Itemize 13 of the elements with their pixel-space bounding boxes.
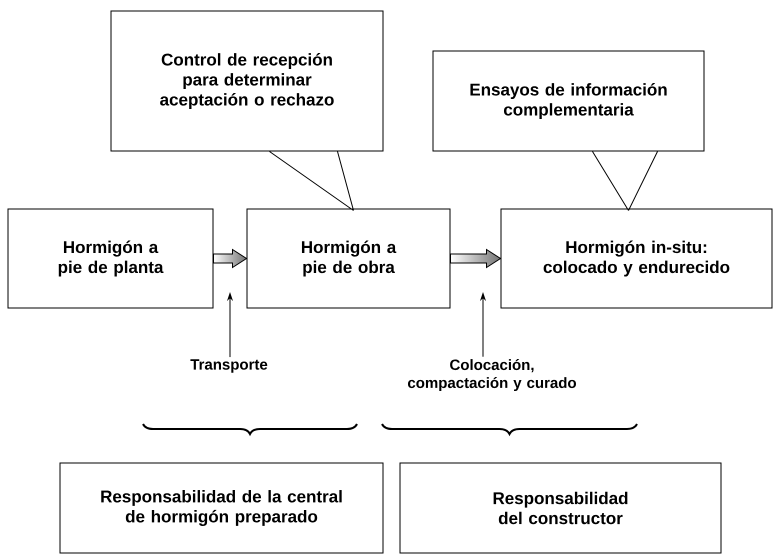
callout-box: Control de recepción para determinar aceptación o rechazo [110,10,384,152]
callout-tail [269,151,354,211]
callout-tail [592,151,658,211]
responsibility-box: Responsabilidad de la central de hormigón preparado [60,462,384,554]
step-label: Colocación, compactación y curado [408,358,576,392]
callout-box: Ensayos de información complementaria [432,50,704,152]
block-arrow [213,248,248,268]
block-arrow [450,248,502,268]
process-box: Hormigón a pie de planta [8,208,214,308]
responsibility-box: Responsabilidad del constructor [400,462,722,554]
process-box: Hormigón in-situ: colocado y endurecido [500,208,772,308]
step-label: Transporte [190,359,268,373]
process-box: Hormigón a pie de obra [246,208,450,308]
